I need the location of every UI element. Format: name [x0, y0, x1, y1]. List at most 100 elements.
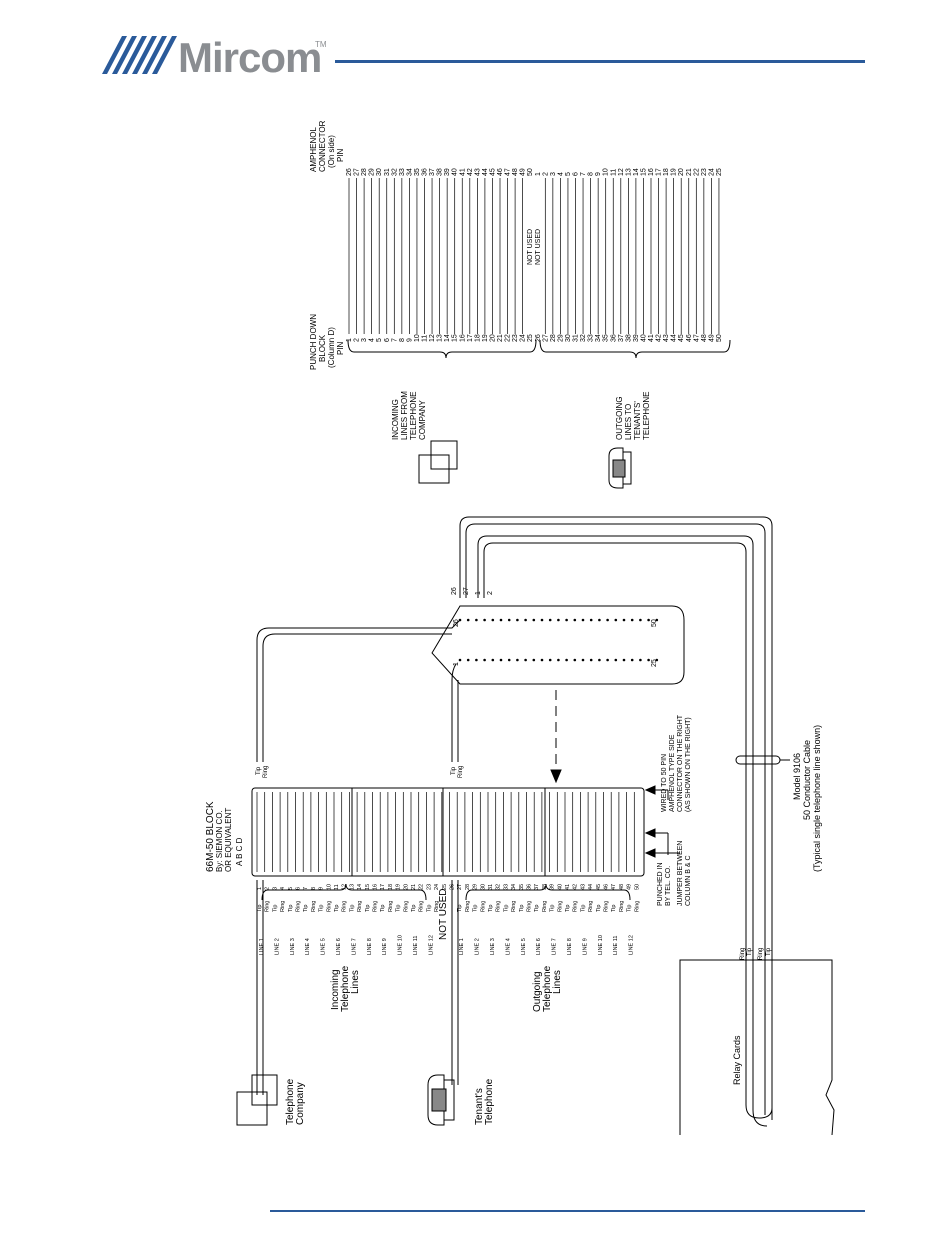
amphenol-pin-number: 9 — [595, 172, 602, 176]
amphenol-pin-number: 24 — [708, 168, 715, 176]
punch-pin-number: 2 — [354, 338, 361, 342]
amphenol-pin-number: 5 — [565, 172, 572, 176]
block-pin-number: 16 — [373, 884, 379, 890]
outgoing-lines-2: Telephone — [542, 965, 553, 1012]
connector-pin-dot — [639, 618, 642, 622]
tip-label: Tip — [319, 905, 325, 912]
block-pin-number: 11 — [334, 884, 340, 890]
connector-pin-dot — [491, 658, 495, 662]
punch-pin-number: 1 — [346, 338, 353, 342]
ring-relay-2: Ring — [758, 948, 764, 960]
incoming-phone-co-3: TELEPHONE — [409, 392, 418, 440]
conn-pin-25: 25 — [651, 659, 658, 667]
block-pin-number: 41 — [565, 884, 571, 890]
connector-pin-dot — [475, 618, 478, 622]
ring-label: Ring — [326, 901, 332, 912]
block-pin-number: 4 — [280, 887, 286, 890]
connector-pin-dot — [524, 658, 527, 662]
line-label: LINE 10 — [398, 935, 404, 955]
tip-label: Tip — [288, 905, 294, 912]
block-pin-number: 38 — [542, 884, 548, 890]
connector-pin-dot — [639, 658, 642, 662]
tip-label: Tip — [365, 905, 371, 912]
punch-pin-number: 8 — [399, 338, 406, 342]
connector-pin-dot — [655, 658, 659, 662]
punch-pin-number: 49 — [708, 334, 715, 342]
tip-label: Tip — [596, 905, 602, 912]
tip-label: Tip — [303, 905, 309, 912]
block-pin-number: 27 — [457, 884, 463, 890]
punch-pin-number: 44 — [671, 334, 678, 342]
tip-label: Tip — [411, 905, 417, 912]
model-3: (Typical single telephone line shown) — [812, 725, 822, 872]
block-pin-number: 18 — [388, 884, 394, 890]
block-pin-number: 19 — [396, 884, 402, 890]
amphenol-connector — [431, 605, 685, 685]
amphenol-pin-number: 4 — [557, 172, 564, 176]
line-label: LINE 9 — [382, 938, 388, 955]
connector-pin-dot — [557, 618, 560, 622]
block-pin-number: 36 — [527, 884, 533, 890]
line-label: LINE 3 — [490, 938, 496, 955]
block-title-1: 66M-50 BLOCK — [205, 801, 216, 872]
block-pin-number: 8 — [311, 887, 317, 890]
tip-label: Tip — [473, 905, 479, 912]
conn-pin-1: 1 — [475, 591, 482, 595]
amphenol-pin-number: 27 — [354, 168, 361, 176]
block-pin-number: 35 — [519, 884, 525, 890]
connector-pin-dot — [647, 618, 650, 622]
punch-pin-number: 40 — [640, 334, 647, 342]
outgoing-telephone-icon — [608, 447, 632, 489]
punch-pin-number: 36 — [610, 334, 617, 342]
punch-pin-number: 29 — [557, 334, 564, 342]
tip-label: Tip — [611, 905, 617, 912]
amphenol-pin-number: 29 — [369, 168, 376, 176]
block-pin-number: 42 — [573, 884, 579, 890]
not-used-block: NOT USED — [438, 889, 449, 941]
model-2: 50 Conductor Cable — [802, 740, 812, 820]
tip-label: Tip — [457, 905, 463, 912]
incoming-phone-co-2: LINES FROM — [400, 391, 409, 440]
line-label: LINE 4 — [305, 938, 311, 955]
block-pin-number: 10 — [326, 884, 332, 890]
ring-label: Ring — [280, 901, 286, 912]
punch-pin-number: 7 — [391, 338, 398, 342]
block-pin-number: 49 — [627, 884, 633, 890]
outgoing-tenants-3: TENANTS' — [633, 401, 642, 440]
ring-label: Ring — [265, 901, 271, 912]
block-pin-number: 2 — [265, 887, 271, 890]
tip-label: Tip — [349, 905, 355, 912]
not-used-label-1: NOT USED — [527, 229, 534, 265]
punch-pin-number: 47 — [693, 334, 700, 342]
block-pin-number: 47 — [611, 884, 617, 890]
punch-pin-number: 19 — [482, 334, 489, 342]
block-pin-number: 28 — [465, 884, 471, 890]
connector-pin-dot — [589, 618, 593, 622]
connector-pin-dot — [614, 658, 618, 662]
connector-pin-dot — [458, 618, 462, 622]
block-pin-number: 6 — [296, 887, 302, 890]
line-label: LINE 10 — [598, 935, 604, 955]
line-label: LINE 6 — [336, 938, 342, 955]
amphenol-pin-number: 26 — [346, 168, 353, 176]
tip-label: Tip — [519, 905, 525, 912]
block-pin-number: 32 — [496, 884, 502, 890]
amphenol-pin-number: 28 — [361, 168, 368, 176]
connector-pin-dot — [516, 658, 519, 662]
connector-pin-dot — [516, 618, 519, 622]
amphenol-pin-number: 20 — [678, 168, 685, 176]
connector-pin-dot — [483, 658, 486, 662]
punched-in-2: BY TEL. CO. — [665, 866, 672, 906]
connector-pin-dot — [458, 658, 462, 662]
punch-pin-number: 34 — [595, 334, 602, 342]
line-label: LINE 6 — [536, 938, 542, 955]
punch-pin-number: 15 — [452, 334, 459, 342]
line-label: LINE 8 — [567, 938, 573, 955]
connector-pin-dot — [507, 618, 511, 622]
amphenol-pin-number: 46 — [497, 168, 504, 176]
tip-label: Tip — [426, 905, 432, 912]
connector-pin-dot — [622, 618, 626, 622]
block-pin-number: 17 — [380, 884, 386, 890]
amphenol-pin-number: 39 — [444, 168, 451, 176]
